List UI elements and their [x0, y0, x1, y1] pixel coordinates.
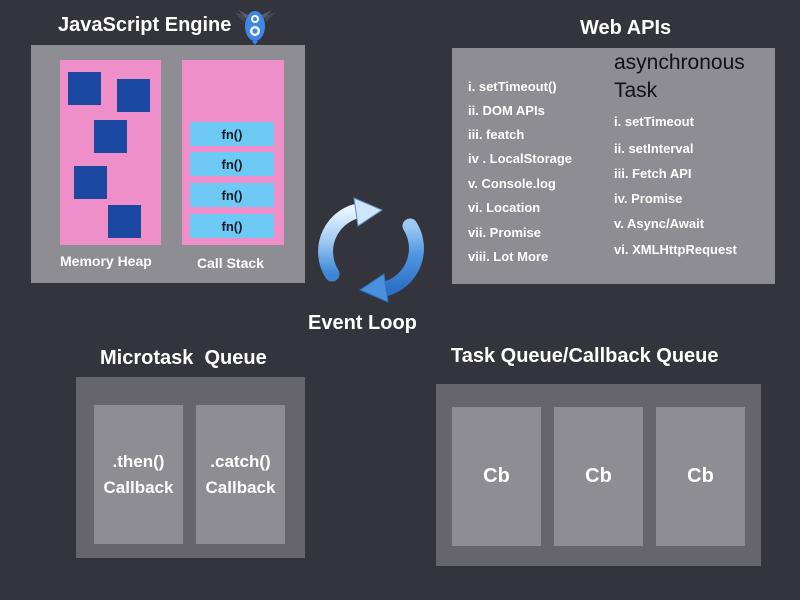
- web-apis-title: Web APIs: [580, 17, 672, 39]
- heap-object: [74, 166, 107, 199]
- async-task-heading: asynchronous Task: [614, 49, 745, 105]
- async-task-item: i. setTimeout: [614, 114, 694, 129]
- microtask-card-line2: Callback: [205, 477, 276, 497]
- web-api-item: vii. Promise: [468, 225, 541, 240]
- task-queue-title: Task Queue/Callback Queue: [451, 345, 719, 367]
- call-stack-frame: fn(): [190, 183, 274, 207]
- call-stack-frame: fn(): [190, 122, 274, 146]
- js-engine-title: JavaScript Engine: [58, 14, 232, 36]
- call-stack-frame: fn(): [190, 152, 274, 176]
- web-api-item: v. Console.log: [468, 176, 556, 191]
- async-task-item: vi. XMLHttpRequest: [614, 242, 737, 257]
- memory-heap-label: Memory Heap: [60, 253, 152, 269]
- async-task-item: iii. Fetch API: [614, 166, 692, 181]
- callback-card: Cb: [656, 407, 745, 546]
- call-stack: fn() fn() fn() fn(): [182, 60, 284, 245]
- callback-card: Cb: [452, 407, 541, 546]
- event-loop-label: Event Loop: [308, 312, 417, 334]
- web-api-item: ii. DOM APIs: [468, 103, 545, 118]
- callback-card: Cb: [554, 407, 643, 546]
- microtask-card-line1: .then(): [112, 451, 165, 471]
- async-task-item: v. Async/Await: [614, 216, 705, 231]
- microtask-card-line1: .catch(): [210, 451, 271, 471]
- call-stack-frame: fn(): [190, 214, 274, 238]
- microtask-card: .catch() Callback: [196, 405, 285, 544]
- async-task-item: ii. setInterval: [614, 141, 694, 156]
- web-api-item: i. setTimeout(): [468, 79, 557, 94]
- call-stack-label: Call Stack: [197, 255, 264, 271]
- microtask-card-line2: Callback: [103, 477, 174, 497]
- heap-object: [94, 120, 127, 153]
- memory-heap: [60, 60, 161, 245]
- heap-object: [117, 79, 150, 112]
- microtask-queue-title: Microtask Queue: [100, 347, 267, 369]
- async-heading-line1: asynchronous: [614, 51, 745, 74]
- web-api-item: vi. Location: [468, 200, 541, 215]
- event-loop-icon: [318, 197, 424, 303]
- heap-object: [108, 205, 141, 238]
- web-apis-panel: [452, 48, 775, 284]
- v8-logo-icon: [234, 10, 276, 45]
- web-api-item: iii. featch: [468, 127, 525, 142]
- heap-object: [68, 72, 101, 105]
- async-task-item: iv. Promise: [614, 191, 683, 206]
- web-api-item: viii. Lot More: [468, 249, 549, 264]
- web-api-item: iv . LocalStorage: [468, 151, 573, 166]
- async-heading-line2: Task: [614, 79, 658, 102]
- microtask-card: .then() Callback: [94, 405, 183, 544]
